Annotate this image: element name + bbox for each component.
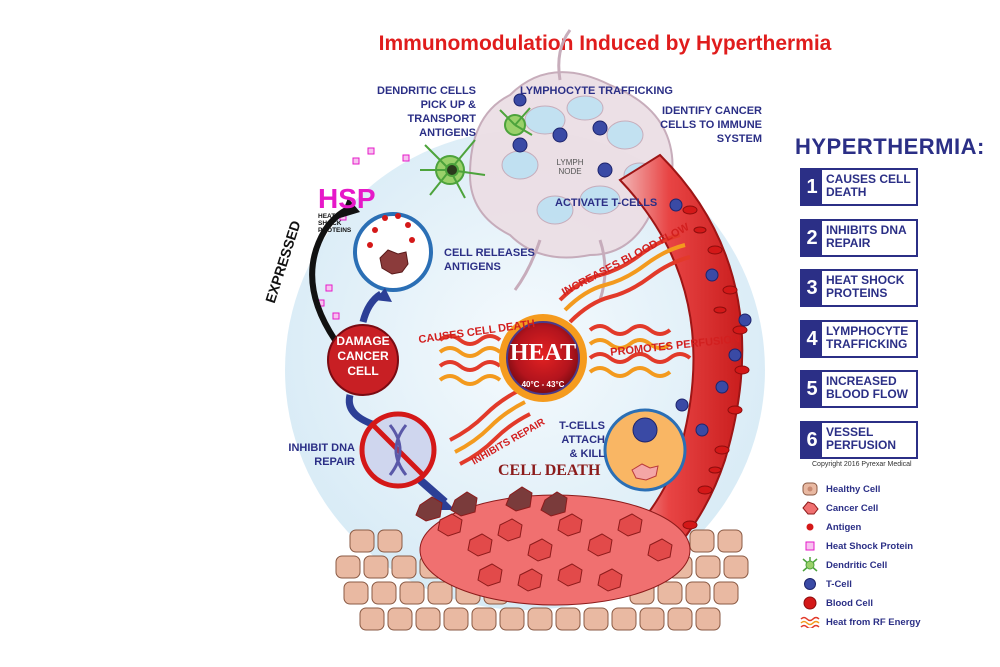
lymph-node-label-line1: LYMPH (556, 158, 584, 167)
inhibit-dna-line1: INHIBIT DNA (288, 442, 355, 454)
legend-tcell: T-Cell (800, 575, 852, 593)
heat-label: HEAT (509, 340, 577, 366)
lymphocyte-trafficking-label: LYMPHOCYTE TRAFFICKING (520, 85, 673, 97)
t-cells-lymph (512, 93, 613, 178)
legend-dendritic: Dendritic Cell (800, 556, 887, 574)
hsp-sub-line1: HEAT (318, 213, 336, 220)
dendritic-label-line3: ANTIGENS (419, 127, 476, 139)
cell-death-label: CELL DEATH (498, 462, 601, 479)
lymph-node-label-line2: NODE (558, 167, 582, 176)
legend-label: Cancer Cell (826, 502, 879, 514)
panel-label: INCREASED BLOOD FLOW (826, 374, 908, 401)
damaged-cell-small (379, 249, 409, 275)
t-cells-vessel (669, 198, 752, 437)
legend-heat: Heat from RF Energy (800, 613, 921, 631)
cell-releases-line2: ANTIGENS (444, 261, 501, 273)
dendritic-label-line2: PICK UP & TRANSPORT (407, 99, 476, 125)
legend-healthy-cell: Healthy Cell (800, 480, 880, 498)
tcells-attach-line1: T-CELLS (559, 420, 605, 432)
hsp-sub-line2: SHOCK (318, 220, 342, 227)
identify-label: IDENTIFY CANCER CELLS TO IMMUNE SYSTEM (620, 104, 762, 146)
damage-cancer-circle (327, 324, 399, 396)
panel-item-2: 2 INHIBITS DNA REPAIR (800, 219, 918, 257)
identify-label-line1: IDENTIFY CANCER (661, 105, 762, 117)
panel-title: HYPERTHERMIA: (795, 134, 985, 159)
dendritic-cell-icon (800, 557, 820, 573)
legend-label: Heat from RF Energy (826, 616, 921, 628)
legend-blood-cell: Blood Cell (800, 594, 873, 612)
panel-label: CAUSES CELL DEATH (826, 172, 911, 199)
panel-label: HEAT SHOCK PROTEINS (826, 273, 905, 300)
heat-waves (438, 233, 692, 466)
dendritic-cell-lymph (499, 107, 533, 136)
tcells-attach-circle (603, 408, 687, 492)
damage-line2: CANCER (337, 349, 389, 363)
legend-label: Blood Cell (826, 597, 873, 609)
legend-hsp: Heat Shock Protein (800, 537, 913, 555)
healthy-cell-icon (800, 481, 820, 497)
dendritic-cell (420, 139, 486, 199)
cancer-cell-icon (800, 500, 820, 516)
antigen-icon (800, 519, 820, 535)
panel-label: LYMPHOCYTE TRAFFICKING (826, 324, 909, 351)
panel-item-4: 4 LYMPHOCYTE TRAFFICKING (800, 320, 918, 358)
panel-num: 6 (802, 423, 822, 457)
cell-releases-line1: CELL RELEASES (444, 247, 535, 259)
hsp-sub-label: HEAT SHOCK PROTEINS (318, 213, 351, 234)
panel-num: 5 (802, 372, 822, 406)
hsp-label: HSP (318, 183, 376, 214)
legend-label: Heat Shock Protein (826, 540, 914, 552)
legend-label: T-Cell (826, 578, 852, 590)
tcells-attach-label: T-CELLS ATTACH & KILL (555, 419, 605, 461)
cell-releases-label: CELL RELEASES ANTIGENS (444, 246, 535, 274)
inhibit-dna-label: INHIBIT DNA REPAIR (285, 441, 355, 469)
panel-num: 4 (802, 322, 822, 356)
tumor-mass (415, 486, 691, 606)
panel-num: 3 (802, 271, 822, 305)
expressed-arrow (309, 205, 352, 342)
lymph-node-label: LYMPH NODE (555, 158, 585, 176)
legend-antigen: Antigen (800, 518, 861, 536)
panel-label: VESSEL PERFUSION (826, 425, 897, 452)
panel-item-1: 1 CAUSES CELL DEATH (800, 168, 918, 206)
blood-cell-icon (800, 595, 820, 611)
damage-line3: CELL (347, 364, 379, 378)
panel-num: 2 (802, 221, 822, 255)
heat-range-label: 40°C - 43°C (521, 380, 565, 389)
panel-num: 1 (802, 170, 822, 204)
identify-label-line2: CELLS TO IMMUNE SYSTEM (660, 119, 762, 145)
diagram-title: Immunomodulation Induced by Hyperthermia (378, 32, 832, 55)
panel-item-3: 3 HEAT SHOCK PROTEINS (800, 269, 918, 307)
panel-item-5: 5 INCREASED BLOOD FLOW (800, 370, 918, 408)
activate-tcells-label: ACTIVATE T-CELLS (555, 197, 658, 209)
damage-line1: DAMAGE (336, 334, 390, 348)
diagram-canvas (285, 29, 765, 631)
dendritic-label: DENDRITIC CELLS PICK UP & TRANSPORT ANTI… (368, 84, 476, 140)
hsp-sub-line3: PROTEINS (318, 227, 352, 234)
panel-label: INHIBITS DNA REPAIR (826, 223, 907, 250)
heat-shock-protein-icon (800, 538, 820, 554)
inhibit-dna-line2: REPAIR (314, 456, 355, 468)
legend-label: Dendritic Cell (826, 559, 888, 571)
legend-cancer-cell: Cancer Cell (800, 499, 878, 517)
copyright-text: Copyright 2016 Pyrexar Medical (812, 461, 912, 468)
legend-label: Antigen (826, 521, 862, 533)
dendritic-label-line1: DENDRITIC CELLS (377, 85, 476, 97)
heat-circle (506, 321, 580, 395)
tcells-attach-line2: ATTACH & KILL (561, 434, 605, 460)
legend-label: Healthy Cell (826, 483, 881, 495)
panel-item-6: 6 VESSEL PERFUSION (800, 421, 918, 459)
t-cell-icon (800, 576, 820, 592)
blood-cells (682, 205, 750, 530)
heat-wave-icon (800, 614, 820, 630)
damage-cancer-label: DAMAGE CANCER CELL (335, 334, 391, 379)
released-antigens (367, 213, 415, 248)
